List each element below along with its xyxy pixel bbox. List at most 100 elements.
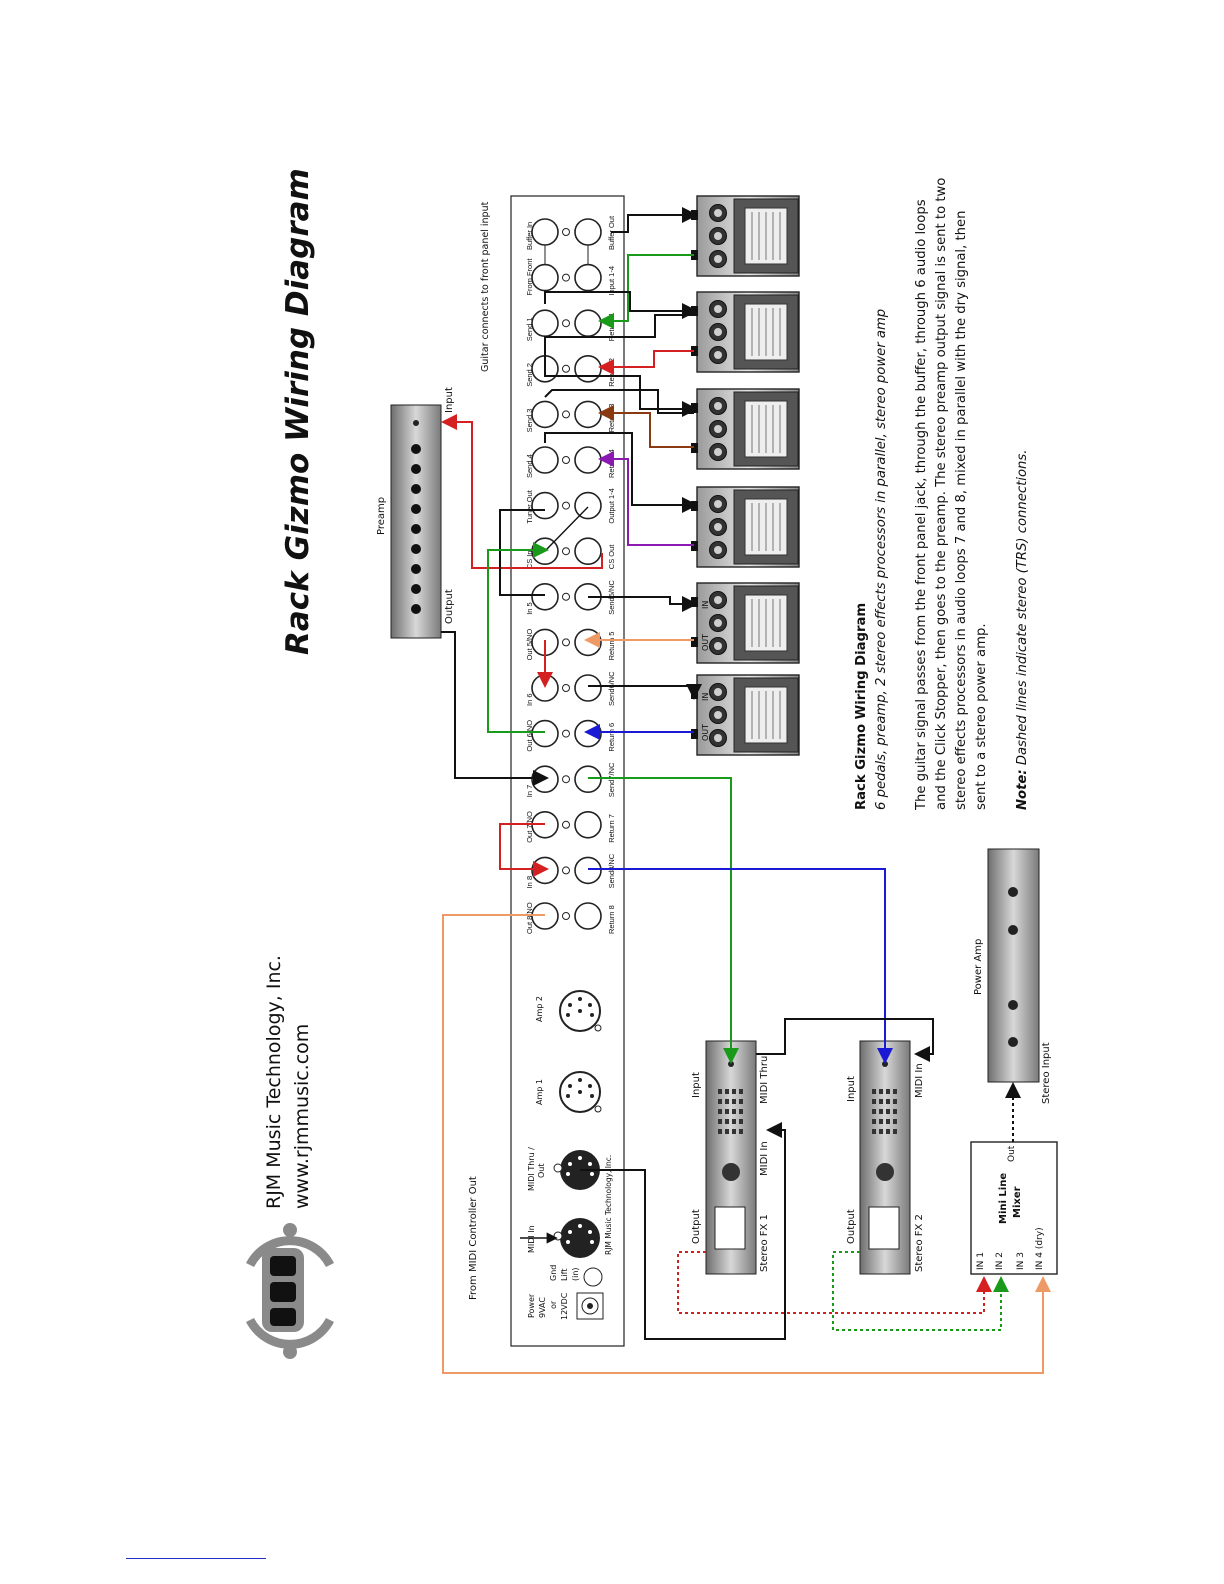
cables: [441, 207, 1051, 1374]
fx-button: [718, 1109, 722, 1114]
pedal-2: [691, 291, 800, 373]
note-label: Note:: [1015, 769, 1030, 810]
company-name: RJM Music Technology, Inc.: [263, 955, 285, 1209]
fx-button: [872, 1089, 876, 1094]
rack-label-top: Send 3: [525, 409, 534, 433]
mixer-out-label: Out: [1007, 1145, 1017, 1162]
fx1-midi-in-label: MIDI In: [759, 1141, 770, 1176]
fx2-output-label: Output: [846, 1209, 857, 1244]
mixer-title-line1: Mini Line: [998, 1172, 1009, 1224]
pedal6-out-label: OUT: [701, 723, 710, 741]
preamp-input-label: Input: [444, 387, 455, 413]
din-socket-amp1: [559, 1071, 602, 1113]
jack-return-7: [574, 810, 602, 839]
pedal-jack: [691, 346, 698, 356]
rack-label-top: CS In: [525, 550, 534, 569]
midi-in-label: MIDI In: [527, 1225, 536, 1253]
pedal-knob-cap: [714, 448, 722, 456]
pedals: [691, 195, 800, 756]
stereo-input-label: Stereo Input: [1041, 1042, 1052, 1104]
power-jack: [576, 1292, 604, 1320]
rack-label-top: Out 5/NO: [525, 629, 534, 661]
fx-button: [893, 1129, 897, 1134]
cable-fx1-out-mixer-in1: [677, 1251, 992, 1314]
fx-button: [879, 1089, 883, 1094]
fx-button: [893, 1119, 897, 1124]
fx-button: [732, 1089, 736, 1094]
cable-fx2-out-mixer-in2: [832, 1251, 1009, 1331]
mixer-in4-label: IN 4 (dry): [1035, 1227, 1045, 1270]
pedal-knob-cap: [714, 619, 722, 627]
pedal-knob-cap: [714, 402, 722, 410]
fx-button: [886, 1129, 890, 1134]
fx-button: [739, 1129, 743, 1134]
power-amp-unit: [987, 848, 1040, 1083]
fx2-input-label: Input: [846, 1076, 857, 1102]
description-heading: Rack Gizmo Wiring Diagram: [854, 602, 869, 810]
fx-button: [893, 1109, 897, 1114]
cable-send8-fx2: [588, 868, 893, 1064]
mixer-in1-label: IN 1: [976, 1252, 986, 1270]
fx-button: [725, 1119, 729, 1124]
fx-button: [893, 1089, 897, 1094]
fx-button: [732, 1129, 736, 1134]
midi-controller-label: From MIDI Controller Out: [468, 1176, 479, 1300]
jack-indicator: [562, 501, 570, 510]
rack-label-bottom: Input 1-4: [607, 266, 616, 296]
fx-button: [739, 1119, 743, 1124]
fx-button: [739, 1109, 743, 1114]
jack-indicator: [562, 273, 570, 282]
fx2-name-label: Stereo FX 2: [914, 1214, 925, 1272]
pedal6-in-label: IN: [701, 692, 710, 701]
pedal-jack: [691, 443, 698, 453]
mini-line-mixer: [970, 1141, 1058, 1275]
rack-label-bottom: Return 5: [607, 632, 616, 661]
power-label: Power: [527, 1293, 536, 1318]
fx-button: [725, 1109, 729, 1114]
pedal-knob-cap: [714, 500, 722, 508]
pedal-knob-cap: [714, 328, 722, 336]
fx-button: [739, 1089, 743, 1094]
cable-send3-pedal4: [544, 389, 694, 414]
pedal-6: [691, 674, 800, 756]
fx-button: [872, 1109, 876, 1114]
rack-label-bottom: Return 8: [607, 905, 616, 934]
rack-label-top: In 8: [525, 876, 534, 889]
pedal-knob-cap: [714, 711, 722, 719]
pedal-jack: [691, 250, 698, 260]
pedal-knob-cap: [714, 232, 722, 240]
cable-out6-cs-in: [487, 542, 549, 733]
cable-out8-mixer-in4: [442, 914, 1051, 1374]
fx-button: [872, 1129, 876, 1134]
jack-indicator: [562, 638, 570, 647]
mixer-in3-label: IN 3: [1016, 1252, 1026, 1270]
rack-label-bottom: Send7/NC: [607, 762, 616, 797]
jack-indicator: [562, 364, 570, 373]
rjm-logo: [246, 1223, 334, 1359]
power-9vac-label: 9VAC: [538, 1297, 547, 1318]
ground-lift-switch: [583, 1267, 603, 1287]
jack-send6-nc: [574, 674, 602, 702]
pedal-knob-cap: [714, 255, 722, 263]
cable-tuner-out-jumper: [544, 506, 589, 552]
rack-label-top: From Front: [525, 258, 534, 296]
midi-thru-label: MIDI Thru /: [527, 1147, 536, 1191]
fx-button: [893, 1099, 897, 1104]
rack-label-top: In 6: [525, 693, 534, 706]
jack-indicator: [562, 319, 570, 328]
rack-label-top: Send 2: [525, 363, 534, 387]
pedal-jack: [691, 637, 698, 647]
fx1-output-label: Output: [691, 1209, 702, 1244]
fx-button: [725, 1089, 729, 1094]
jack-return-8: [574, 902, 602, 930]
rack-label-top: Send 4: [525, 454, 534, 478]
jack-tuner-out: [531, 491, 559, 520]
jack-indicator: [562, 592, 570, 601]
fx-button: [886, 1099, 890, 1104]
jack-indicator: [562, 456, 570, 464]
pedal-knob-cap: [714, 642, 722, 650]
pedal-4: [691, 486, 800, 568]
rack-label-top: In 5: [525, 602, 534, 615]
din-socket-amp2: [559, 990, 602, 1032]
